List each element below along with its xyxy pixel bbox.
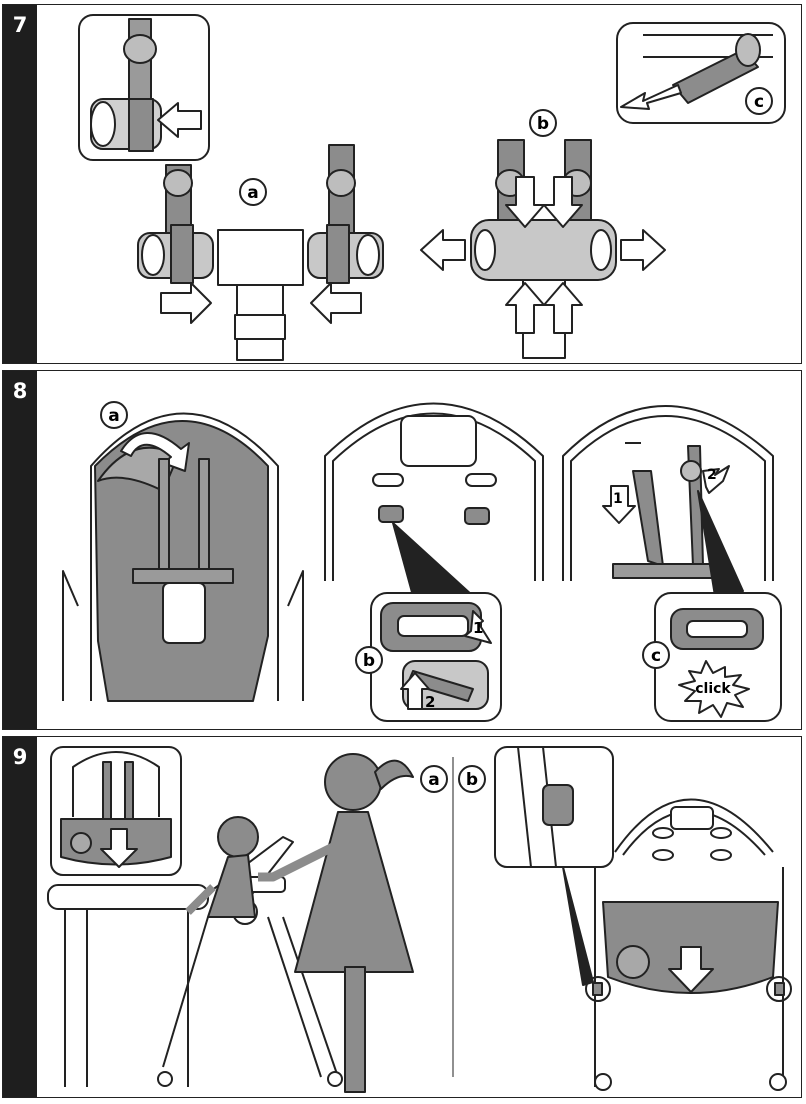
label-c: c — [745, 87, 773, 115]
svg-text:b: b — [363, 651, 375, 671]
arrow-down-icon — [505, 176, 545, 228]
click-burst-icon — [678, 660, 750, 718]
arrow-down-icon — [543, 176, 583, 228]
crotch-buckle-plate — [217, 229, 304, 286]
seat-cover — [94, 420, 269, 702]
svg-text:b: b — [537, 114, 549, 134]
arrow-outward-left-icon — [420, 229, 466, 271]
number-2-label: 2 — [425, 693, 435, 711]
step-7-panel: 7 — [2, 4, 802, 364]
svg-text:a: a — [247, 183, 258, 203]
svg-text:b: b — [466, 770, 478, 790]
label-a: a — [420, 765, 448, 793]
label-a: a — [100, 401, 128, 429]
step-9-tab: 9 — [3, 737, 37, 1097]
arrow-two-icon — [400, 672, 430, 710]
arrow-up-icon — [543, 282, 583, 334]
latch-highlight — [766, 976, 792, 1002]
inset-arrow-left-icon — [157, 102, 202, 138]
adult-head — [324, 753, 382, 811]
svg-text:c: c — [754, 92, 764, 112]
curved-arrow-icon — [120, 432, 190, 472]
inset-arrow-diagonal-icon — [620, 84, 682, 110]
step-7-illustration: a b c — [78, 14, 786, 361]
arrow-outward-right-icon — [620, 229, 666, 271]
svg-text:c: c — [651, 646, 661, 666]
step-8-illustration: a b c 1 2 1 2 click — [62, 401, 782, 722]
label-b: b — [458, 765, 486, 793]
label-a: a — [239, 178, 267, 206]
svg-text:a: a — [108, 406, 119, 426]
arrow-down-icon — [100, 828, 138, 868]
step-8-number: 8 — [12, 379, 28, 403]
table-top — [47, 884, 209, 910]
step-8-tab: 8 — [3, 371, 37, 729]
step-9-illustration: a b — [47, 746, 792, 1093]
step-9-number: 9 — [12, 745, 28, 769]
arrow-right-icon — [160, 282, 212, 324]
step-9-panel: 9 — [2, 736, 802, 1098]
step-7-number: 7 — [12, 13, 28, 37]
svg-text:a: a — [428, 770, 439, 790]
number-1-label: 1 — [473, 619, 483, 637]
arrow-up-icon — [505, 282, 545, 334]
step-8-panel: 8 — [2, 370, 802, 730]
label-b: b — [355, 646, 383, 674]
arrow-one-down-icon — [602, 485, 636, 524]
number-2-label: 2 — [707, 467, 717, 483]
number-1-label: 1 — [613, 491, 623, 507]
arrow-one-icon — [464, 610, 492, 644]
label-b: b — [529, 109, 557, 137]
click-label: click — [695, 681, 731, 697]
label-c: c — [642, 641, 670, 669]
step-7-tab: 7 — [3, 5, 37, 363]
child-head — [217, 816, 259, 858]
arrow-two-up-icon — [702, 465, 730, 494]
latch-highlight — [585, 976, 611, 1002]
arrow-down-icon — [668, 946, 714, 993]
arrow-left-icon — [310, 282, 362, 324]
